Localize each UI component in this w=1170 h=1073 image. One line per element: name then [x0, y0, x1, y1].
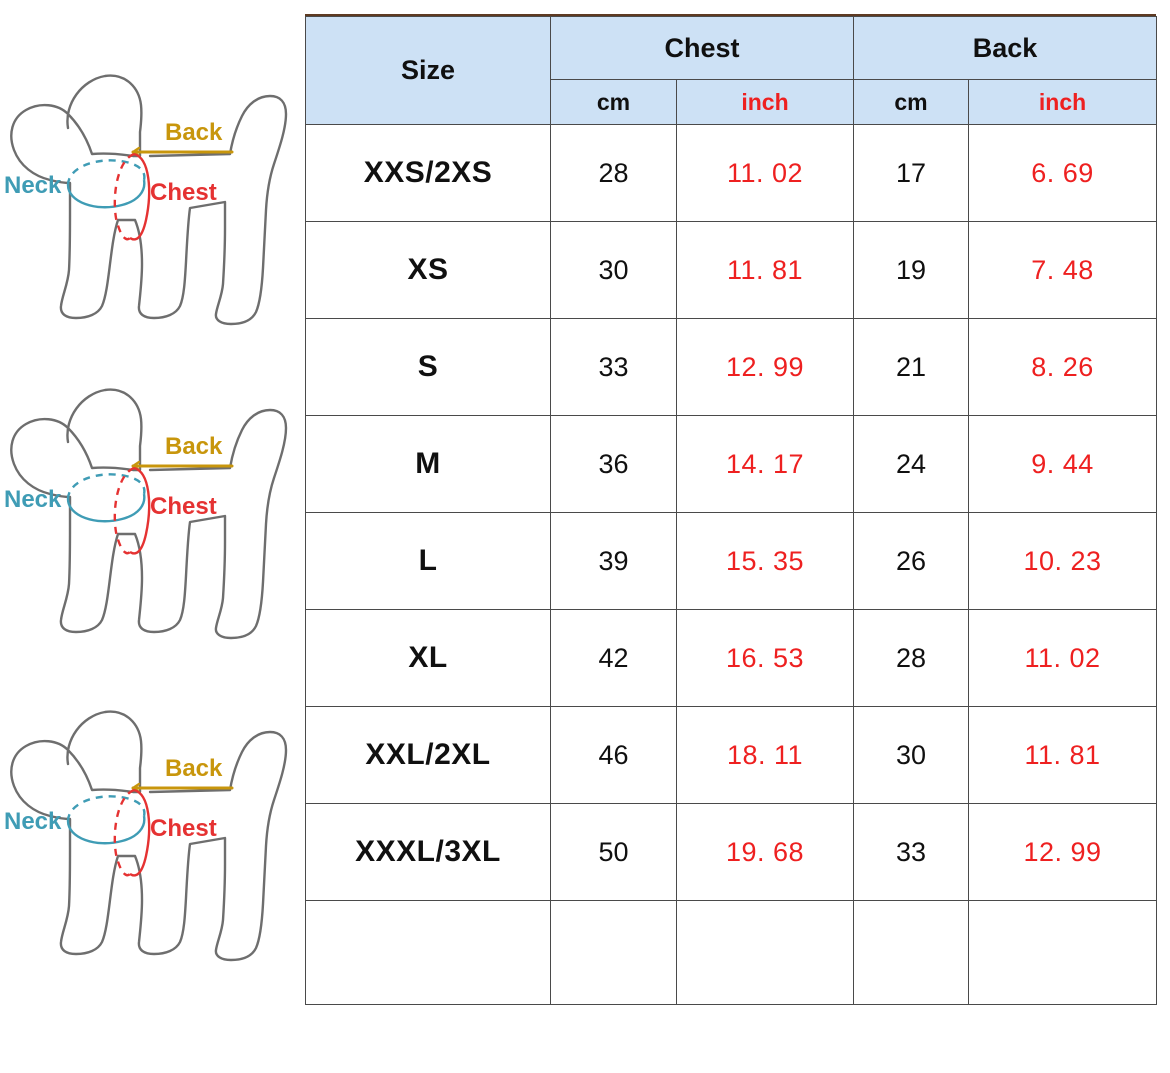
table-row: L 39 15. 35 26 10. 23	[305, 512, 1158, 610]
cell-back-cm: 26	[853, 512, 970, 610]
cell-chest-inch: 18. 11	[675, 706, 855, 804]
cell-chest-inch: 12. 99	[675, 318, 855, 416]
table-row: XXXL/3XL 50 19. 68 33 12. 99	[305, 803, 1158, 901]
diagram-label-neck: Neck	[4, 172, 62, 199]
cell-back-inch: 10. 23	[968, 512, 1158, 610]
cell-back-inch: 11. 02	[968, 609, 1158, 707]
table-header: Size Chest Back cm inch cm inch	[305, 16, 1158, 125]
cell-back-cm: 17	[853, 124, 970, 222]
cell-size: XL	[305, 609, 551, 707]
cell-back-cm: 21	[853, 318, 970, 416]
cell-size: XXXL/3XL	[305, 803, 551, 901]
cell-chest-inch	[675, 900, 855, 1005]
cell-chest-cm: 30	[550, 221, 677, 319]
cell-chest-cm: 46	[550, 706, 677, 804]
diagram-label-chest: Chest	[150, 179, 217, 206]
cell-chest-inch: 11. 02	[675, 124, 855, 222]
cell-back-inch	[968, 900, 1158, 1005]
cell-back-inch: 7. 48	[968, 221, 1158, 319]
cell-size: S	[305, 318, 551, 416]
cell-chest-inch: 11. 81	[675, 221, 855, 319]
cell-back-inch: 8. 26	[968, 318, 1158, 416]
cell-back-cm: 33	[853, 803, 970, 901]
table-row-empty	[305, 900, 1158, 1005]
table-row: S 33 12. 99 21 8. 26	[305, 318, 1158, 416]
column-header-back-inch: inch	[968, 79, 1158, 125]
cell-chest-cm	[550, 900, 677, 1005]
cell-back-inch: 11. 81	[968, 706, 1158, 804]
diagram-label-chest: Chest	[150, 493, 217, 520]
column-header-back-cm: cm	[853, 79, 970, 125]
dog-measurement-diagram-2: Back Neck Chest	[0, 366, 300, 666]
table-header-row-units: cm inch cm inch	[306, 79, 1158, 125]
column-header-size: Size	[305, 16, 551, 125]
diagram-label-back: Back	[165, 119, 223, 146]
diagram-label-chest: Chest	[150, 815, 217, 842]
cell-chest-cm: 33	[550, 318, 677, 416]
cell-size: XS	[305, 221, 551, 319]
diagram-label-back: Back	[165, 755, 223, 782]
cell-back-cm: 28	[853, 609, 970, 707]
column-header-chest-inch: inch	[675, 79, 855, 125]
dog-diagram-column: Back Neck Chest Back Neck Chest	[0, 0, 303, 1073]
table-header-row-groups: Size Chest Back	[305, 16, 1158, 125]
table-row: M 36 14. 17 24 9. 44	[305, 415, 1158, 513]
cell-size: L	[305, 512, 551, 610]
cell-size: M	[305, 415, 551, 513]
cell-size	[305, 900, 551, 1005]
cell-chest-inch: 15. 35	[675, 512, 855, 610]
cell-size: XXL/2XL	[305, 706, 551, 804]
cell-back-inch: 9. 44	[968, 415, 1158, 513]
table-row: XS 30 11. 81 19 7. 48	[305, 221, 1158, 319]
table-top-accent-bar	[305, 14, 1156, 17]
cell-chest-cm: 42	[550, 609, 677, 707]
cell-chest-cm: 36	[550, 415, 677, 513]
column-header-back: Back	[853, 16, 1158, 80]
cell-back-inch: 12. 99	[968, 803, 1158, 901]
cell-chest-inch: 19. 68	[675, 803, 855, 901]
diagram-label-neck: Neck	[4, 486, 62, 513]
table-row: XL 42 16. 53 28 11. 02	[305, 609, 1158, 707]
dog-measurement-diagram-1: Back Neck Chest	[0, 52, 300, 352]
cell-back-cm: 30	[853, 706, 970, 804]
cell-chest-cm: 50	[550, 803, 677, 901]
table-row: XXL/2XL 46 18. 11 30 11. 81	[305, 706, 1158, 804]
column-header-chest-cm: cm	[550, 79, 677, 125]
cell-chest-inch: 16. 53	[675, 609, 855, 707]
cell-back-cm: 24	[853, 415, 970, 513]
cell-chest-inch: 14. 17	[675, 415, 855, 513]
cell-back-cm	[853, 900, 970, 1005]
size-chart-table: Size Chest Back cm inch cm inch XXS/2XS …	[305, 16, 1158, 1005]
cell-back-inch: 6. 69	[968, 124, 1158, 222]
column-header-chest: Chest	[549, 16, 855, 80]
dog-measurement-diagram-3: Back Neck Chest	[0, 683, 300, 993]
cell-size: XXS/2XS	[305, 124, 551, 222]
table-row: XXS/2XS 28 11. 02 17 6. 69	[305, 124, 1158, 222]
cell-chest-cm: 28	[550, 124, 677, 222]
table-body: XXS/2XS 28 11. 02 17 6. 69 XS 30 11. 81 …	[305, 124, 1158, 1005]
diagram-label-back: Back	[165, 433, 223, 460]
cell-chest-cm: 39	[550, 512, 677, 610]
cell-back-cm: 19	[853, 221, 970, 319]
diagram-label-neck: Neck	[4, 808, 62, 835]
